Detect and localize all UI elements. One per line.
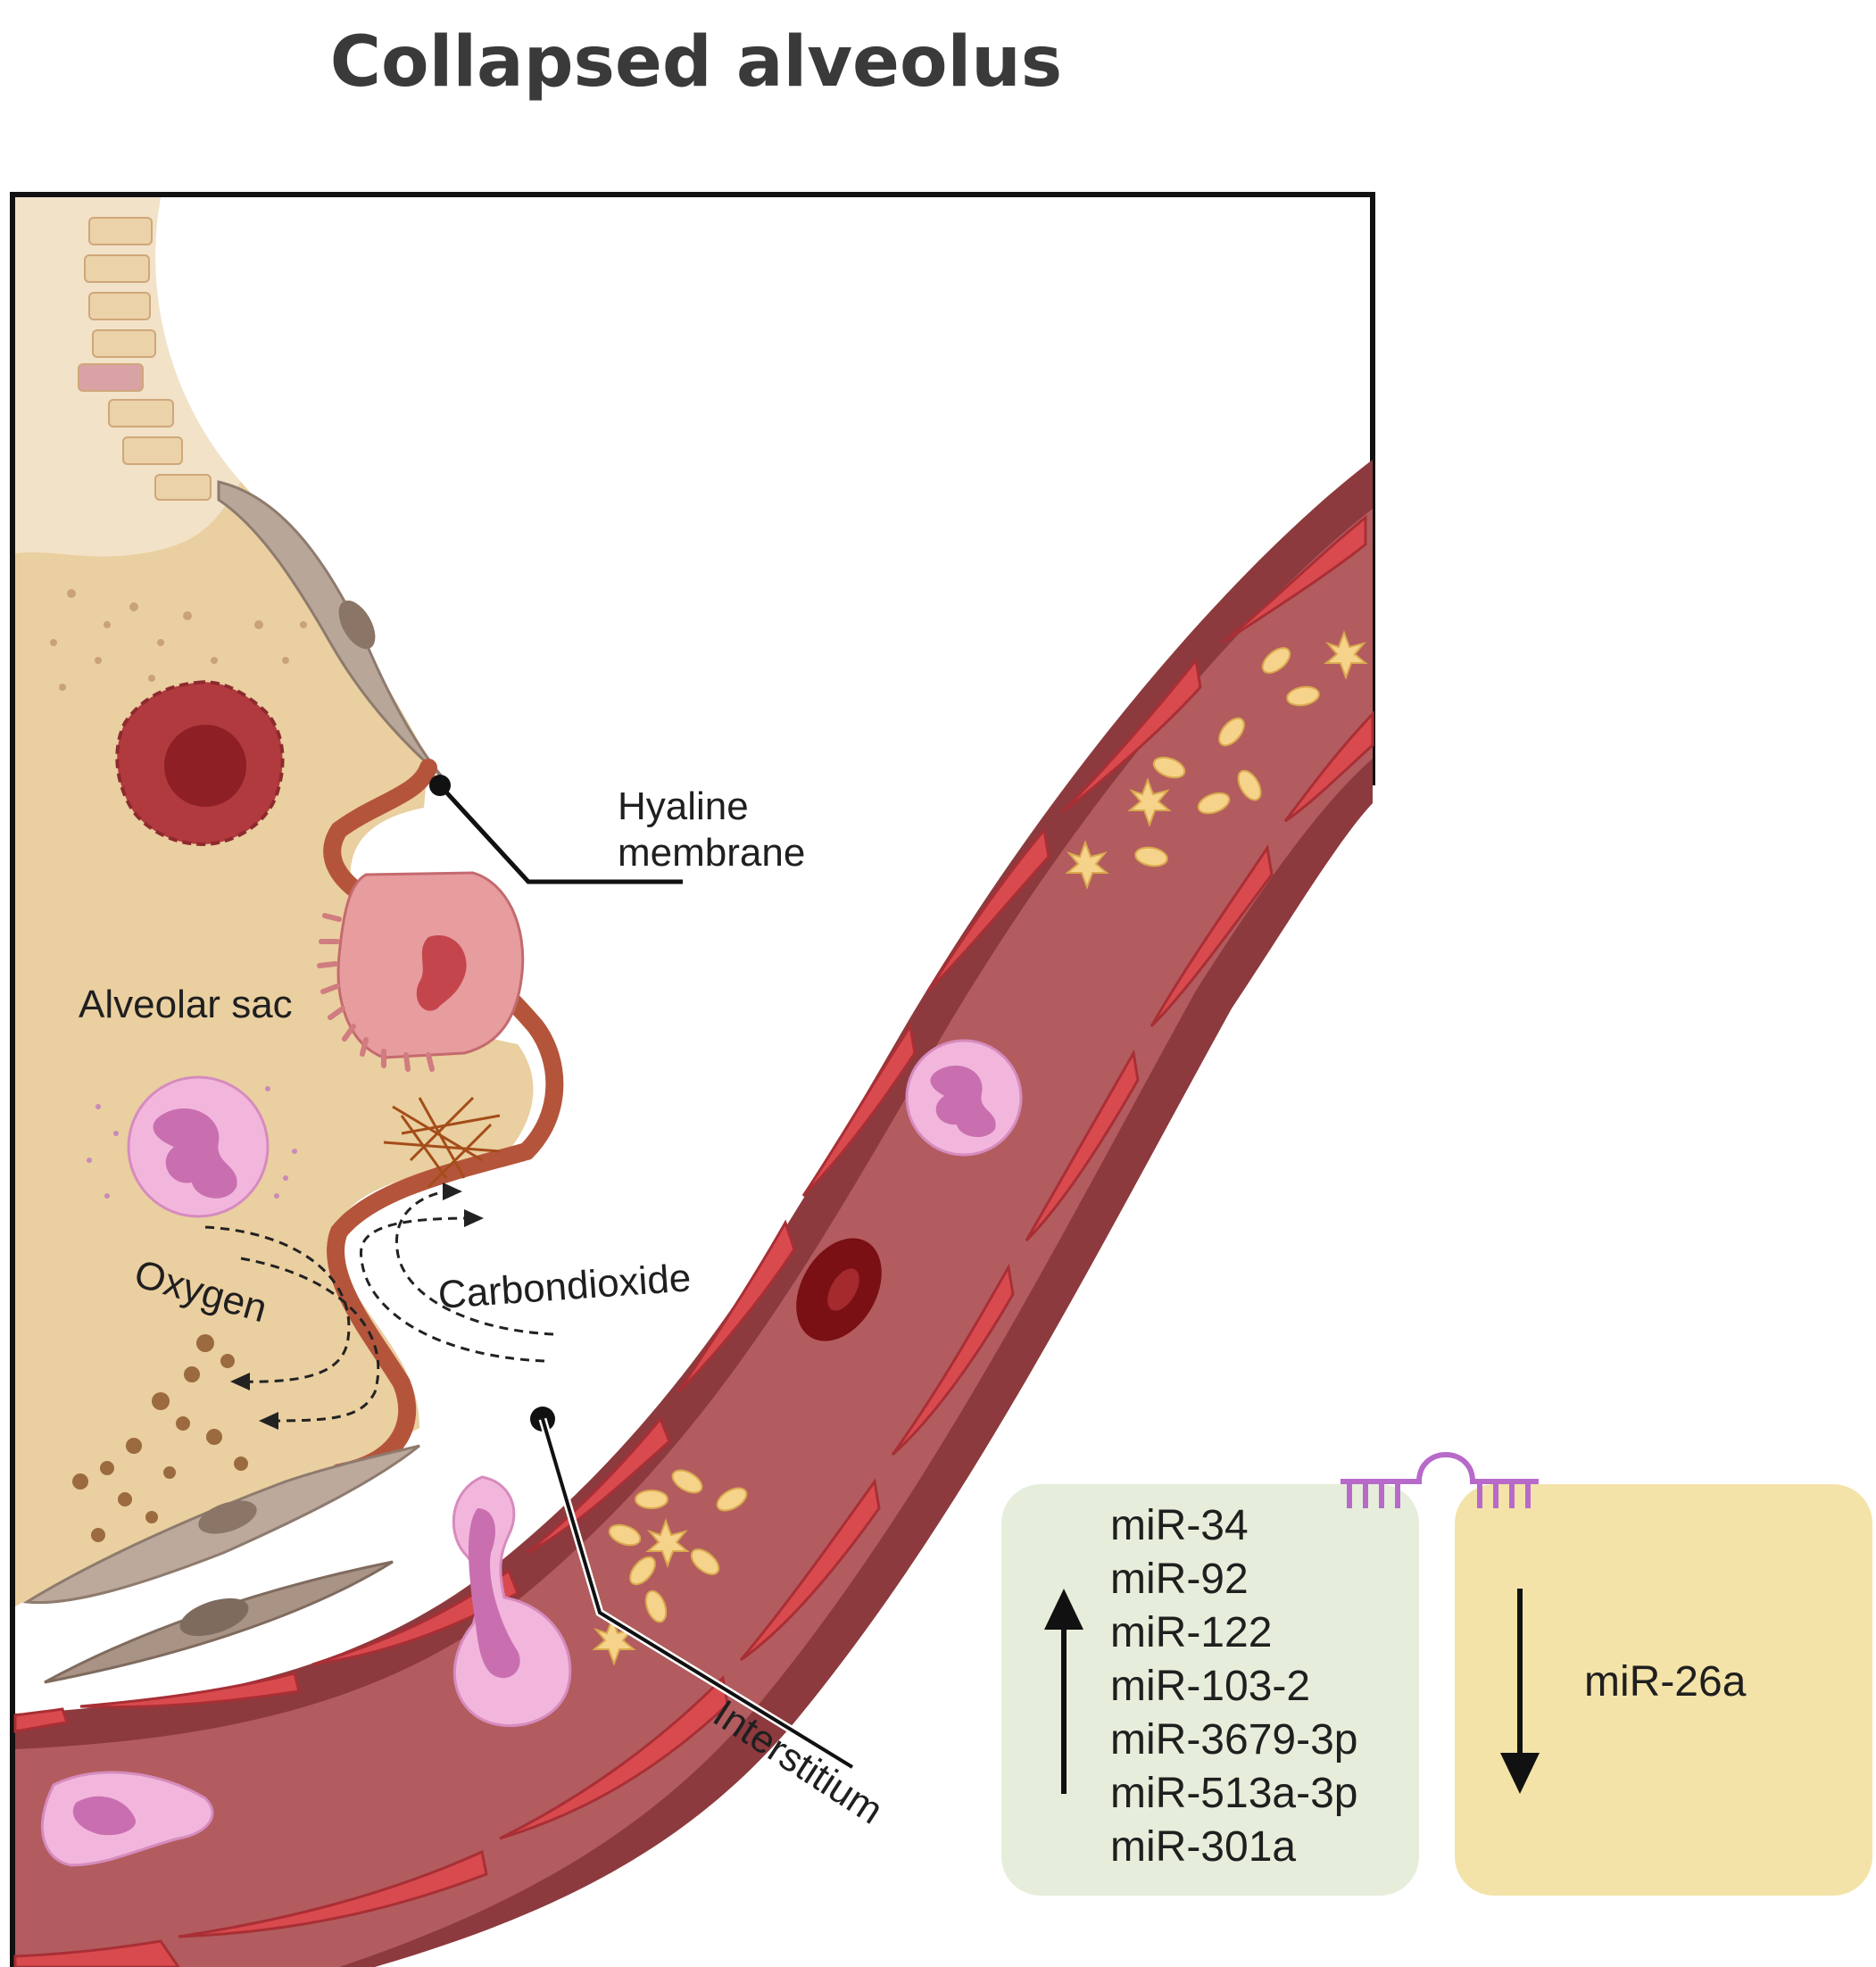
mirna-up-item: miR-34 bbox=[1110, 1502, 1249, 1549]
endothelial-cells-lower bbox=[13, 710, 1374, 1967]
oxygen-arrows bbox=[204, 1225, 380, 1423]
transmigrating-neutrophil bbox=[452, 1475, 572, 1728]
co2-arrowhead-1 bbox=[443, 1183, 462, 1200]
up-arrow-icon bbox=[1044, 1589, 1083, 1794]
mirna-up-item: miR-301a bbox=[1110, 1823, 1296, 1871]
diagram-title: Collapsed alveolus bbox=[330, 22, 1063, 103]
monocyte-vessel bbox=[40, 1771, 214, 1867]
mirna-up-item: miR-92 bbox=[1110, 1556, 1249, 1603]
upregulated-panel bbox=[1001, 1484, 1419, 1896]
mirna-down-item: miR-26a bbox=[1584, 1658, 1747, 1706]
oxygen-arrowhead-2 bbox=[259, 1412, 278, 1430]
mirna-hairpin-icon bbox=[1341, 1452, 1539, 1508]
vessel-wall-outer bbox=[15, 460, 1373, 1967]
red-blood-cell-center bbox=[827, 1268, 859, 1311]
hyaline-label-line1: Hyaline bbox=[618, 784, 749, 828]
hyaline-label-line2: membrane bbox=[618, 831, 805, 875]
type-one-cell-lower-nucleus bbox=[198, 1500, 257, 1534]
epithelial-cells bbox=[78, 217, 212, 501]
endothelial-cells bbox=[13, 514, 1367, 1733]
neutrophil-sac bbox=[87, 1075, 297, 1218]
carbondioxide-arrows bbox=[359, 1190, 554, 1363]
interstitium-leader-line-core bbox=[541, 1418, 854, 1769]
activated-platelets bbox=[592, 630, 1368, 1666]
hyaline-membrane bbox=[323, 759, 564, 1481]
debris-particles bbox=[72, 1334, 248, 1542]
mirna-up-item: miR-122 bbox=[1110, 1609, 1272, 1656]
type-two-alveolar-cell bbox=[317, 871, 525, 1072]
platelets bbox=[608, 647, 1320, 1623]
hyaline-leader-line bbox=[438, 784, 683, 884]
mirna-up-item: miR-3679-3p bbox=[1110, 1716, 1357, 1764]
macrophage-nucleus bbox=[164, 725, 246, 807]
fibroblast-nucleus bbox=[179, 1598, 249, 1637]
surfactant-dots bbox=[50, 589, 307, 700]
alveolar-sac-label: Alveolar sac bbox=[79, 983, 293, 1026]
fibrin-deposit bbox=[383, 1096, 501, 1189]
mirna-up-item: miR-513a-3p bbox=[1110, 1770, 1357, 1817]
carbondioxide-label: Carbondioxide bbox=[436, 1256, 692, 1317]
neutrophil-vessel bbox=[905, 1039, 1023, 1157]
down-arrow-icon bbox=[1500, 1589, 1540, 1794]
co2-arrowhead-2 bbox=[464, 1209, 484, 1227]
type-one-cell-nucleus bbox=[338, 600, 376, 650]
downregulated-panel bbox=[1455, 1484, 1872, 1896]
oxygen-arrowhead-1 bbox=[230, 1373, 250, 1390]
mirna-up-item: miR-103-2 bbox=[1110, 1663, 1310, 1710]
